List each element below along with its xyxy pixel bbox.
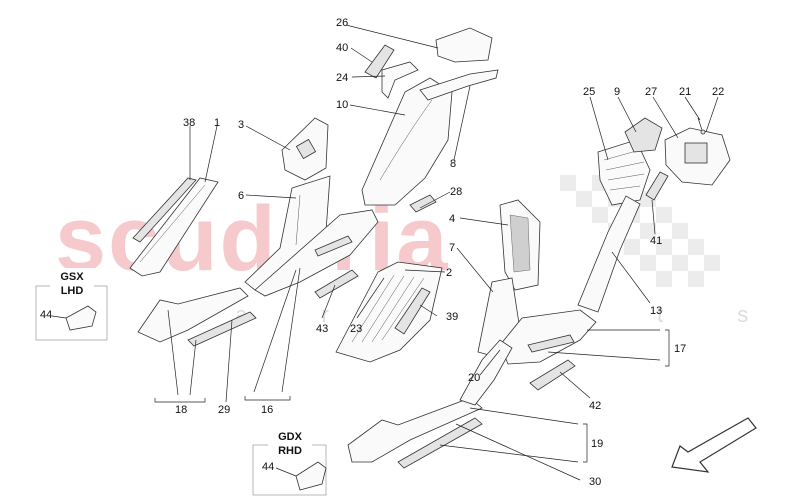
part-strip-42 xyxy=(529,359,576,391)
callout-40: 40 xyxy=(336,42,348,54)
legend-box-gdx: GDX RHD 44 xyxy=(252,428,327,496)
callout-30: 30 xyxy=(589,476,601,488)
part-clip-41 xyxy=(645,171,669,201)
part-bracket-44-gsx xyxy=(65,305,97,331)
callout-7: 7 xyxy=(449,242,455,254)
part-rear-upper-panel xyxy=(361,77,453,206)
callout-1: 1 xyxy=(214,117,220,129)
callout-9: 9 xyxy=(614,86,620,98)
callout-22: 22 xyxy=(712,86,724,98)
part-top-bracket-24 xyxy=(381,61,419,99)
callout-42: 42 xyxy=(589,400,601,412)
part-sill-end-20 xyxy=(459,339,513,406)
callout-8: 8 xyxy=(450,158,456,170)
part-small-bracket-43 xyxy=(314,269,359,299)
leader-lines xyxy=(167,24,719,481)
callout-23: 23 xyxy=(350,323,362,335)
callout-39: 39 xyxy=(446,311,458,323)
callout-25: 25 xyxy=(583,86,595,98)
callout-2: 2 xyxy=(446,267,452,279)
part-long-pillar-13 xyxy=(577,195,641,313)
part-lower-sill-19 xyxy=(347,397,483,463)
part-a-pillar-trim xyxy=(129,177,219,277)
part-a-pillar-strip xyxy=(132,177,197,243)
part-sill-step-29 xyxy=(187,311,257,347)
part-roof-rail-8 xyxy=(419,69,499,101)
part-left-sill-18 xyxy=(137,287,249,343)
callout-numbers: 26 40 24 10 8 28 38 1 3 6 4 7 2 43 23 39… xyxy=(175,17,724,488)
legend-box-gsx: GSX LHD 44 xyxy=(35,268,108,341)
callout-43: 43 xyxy=(316,323,328,335)
legend-gdx-line1: GDX xyxy=(278,431,303,443)
callout-6: 6 xyxy=(238,190,244,202)
callout-24: 24 xyxy=(336,72,348,84)
legend-gsx-line1: GSX xyxy=(60,271,84,283)
callout-38: 38 xyxy=(183,117,195,129)
callout-17: 17 xyxy=(674,343,686,355)
callout-41: 41 xyxy=(650,235,662,247)
legend-gdx-part: 44 xyxy=(262,461,274,473)
part-sill-step-30 xyxy=(397,417,483,469)
group-brackets xyxy=(154,329,670,463)
callout-13: 13 xyxy=(650,305,662,317)
callout-27: 27 xyxy=(645,86,657,98)
callout-18: 18 xyxy=(175,404,187,416)
callout-19: 19 xyxy=(591,438,603,450)
callout-29: 29 xyxy=(218,404,230,416)
legend-gdx-line2: RHD xyxy=(278,445,302,457)
part-bracket-44-gdx xyxy=(295,461,327,491)
legend-gsx-line2: LHD xyxy=(61,285,84,297)
callout-16: 16 xyxy=(261,404,273,416)
part-top-bracket-26 xyxy=(435,27,493,63)
part-panel-9 xyxy=(624,117,663,153)
callout-20: 20 xyxy=(468,372,480,384)
callout-21: 21 xyxy=(679,86,691,98)
part-rear-sill-17 xyxy=(499,309,597,365)
front-direction-arrow-icon xyxy=(671,417,757,473)
callout-26: 26 xyxy=(336,17,348,29)
part-rear-quarter-panel xyxy=(335,261,443,363)
part-grille-39 xyxy=(394,287,431,335)
callout-3: 3 xyxy=(238,119,244,131)
callout-10: 10 xyxy=(336,99,348,111)
callout-4: 4 xyxy=(449,213,455,225)
legend-gsx-part: 44 xyxy=(40,309,52,321)
part-drawings xyxy=(129,27,731,469)
callout-28: 28 xyxy=(450,186,462,198)
part-top-clip-40 xyxy=(364,44,395,79)
